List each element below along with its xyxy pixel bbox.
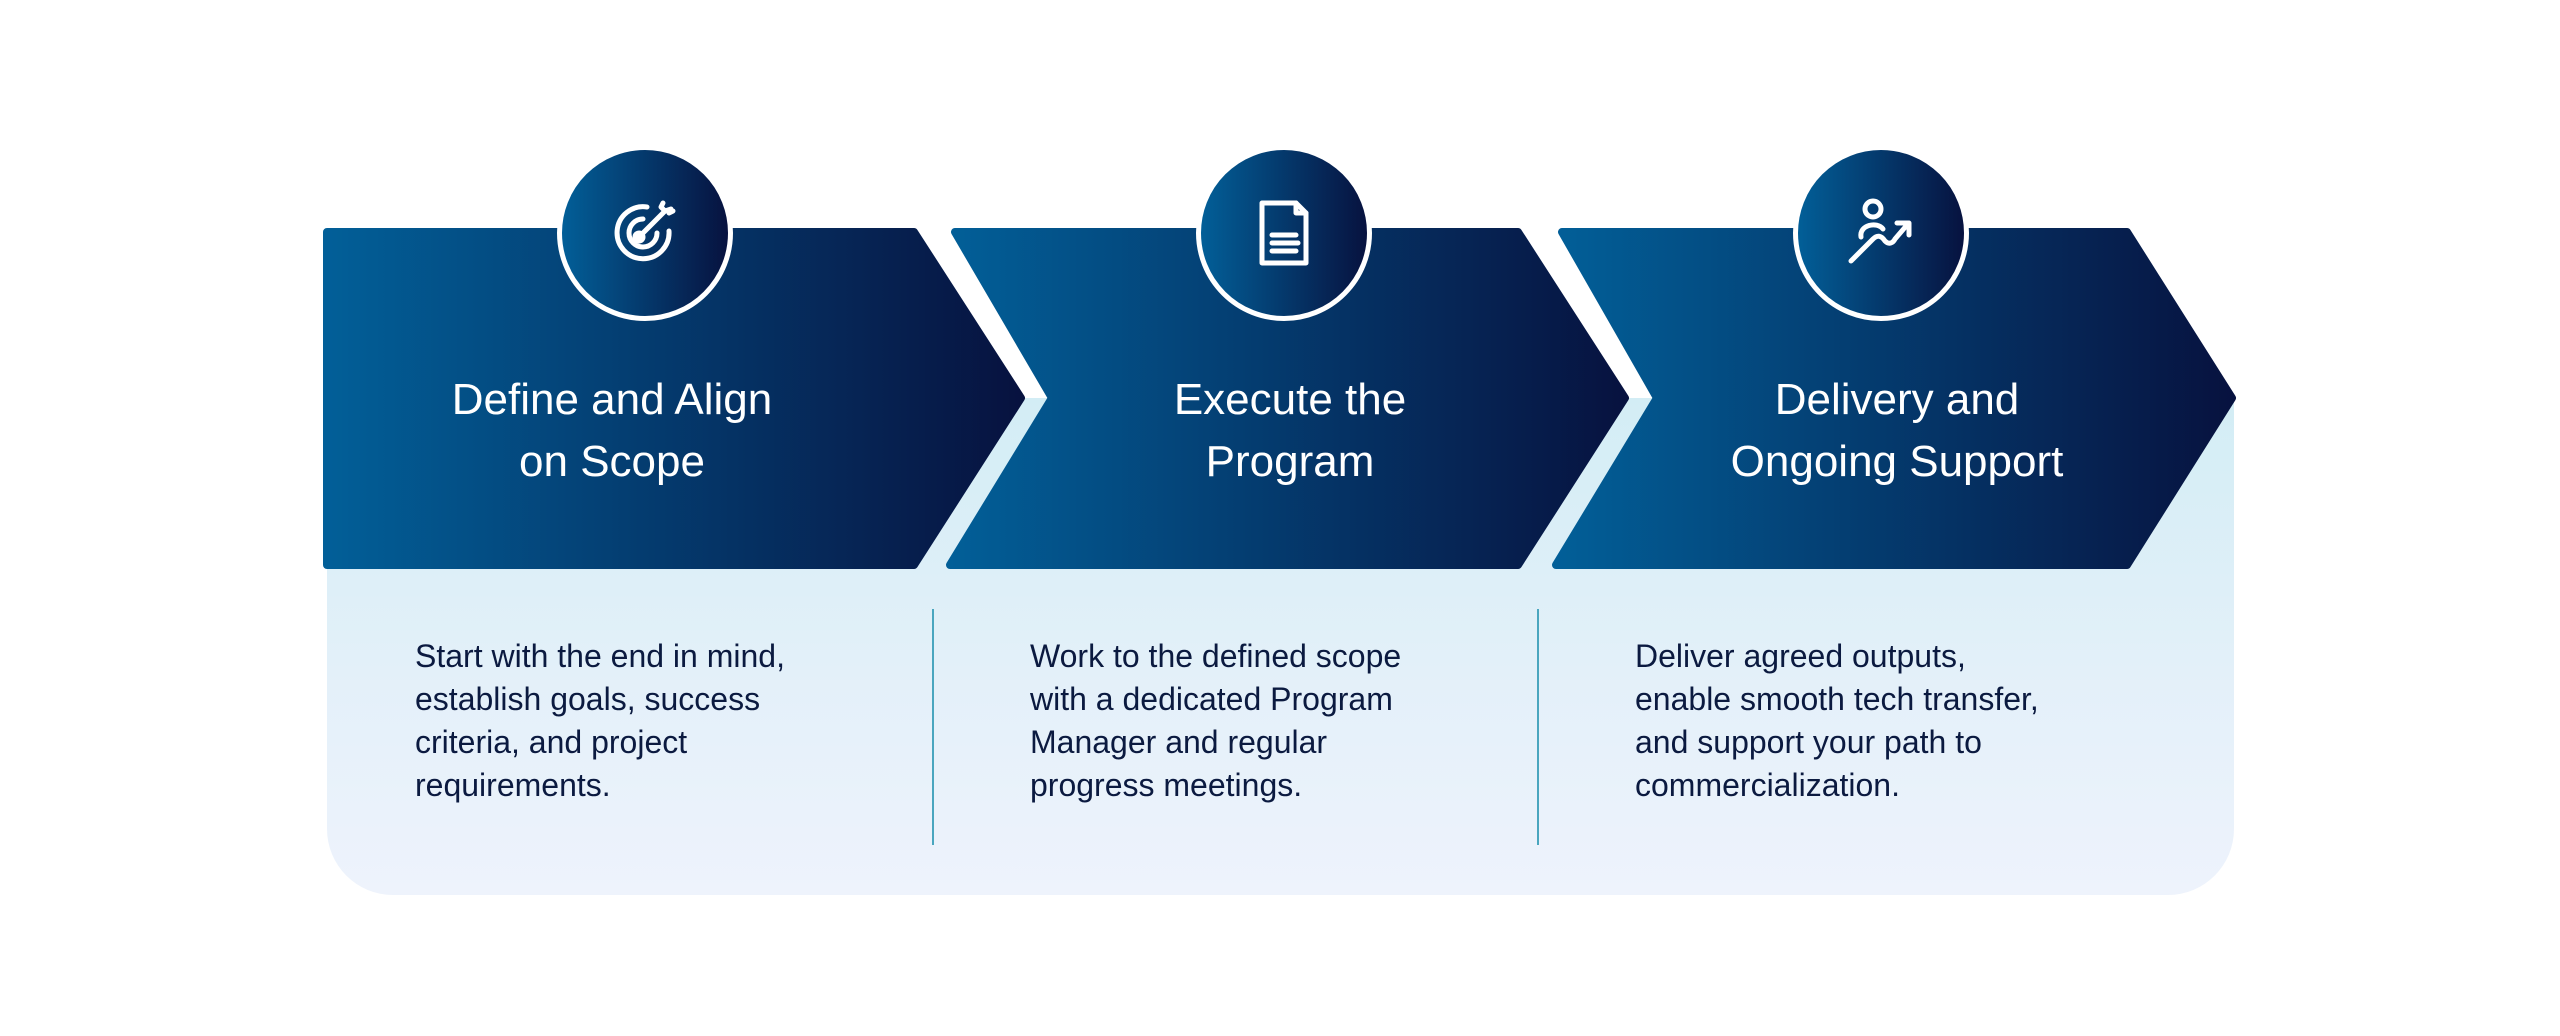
- body-line: requirements.: [415, 767, 611, 803]
- step-3-title: Delivery and Ongoing Support: [1597, 369, 2197, 493]
- chevron-step-3: [1552, 228, 2236, 569]
- body-line: criteria, and project: [415, 724, 688, 760]
- body-line: Manager and regular: [1030, 724, 1328, 760]
- body-line: with a dedicated Program: [1030, 681, 1393, 717]
- body-line: Start with the end in mind,: [415, 638, 785, 674]
- step-3-description: Deliver agreed outputs, enable smooth te…: [1635, 635, 2095, 807]
- title-line: Delivery and: [1774, 375, 2020, 424]
- title-line: Define and Align: [451, 375, 773, 424]
- step-3-icon-badge: [1793, 145, 1969, 321]
- body-line: Work to the defined scope: [1030, 638, 1402, 674]
- title-line: Execute the: [1173, 375, 1407, 424]
- body-line: establish goals, success: [415, 681, 761, 717]
- title-line: on Scope: [519, 437, 705, 486]
- document-icon: [1259, 200, 1309, 266]
- body-line: and support your path to: [1635, 724, 1982, 760]
- title-line: Program: [1205, 437, 1375, 486]
- step-2-title: Execute the Program: [990, 369, 1590, 493]
- title-line: Ongoing Support: [1730, 437, 2064, 486]
- chevron-step-2: [946, 228, 1629, 569]
- body-line: commercialization.: [1635, 767, 1900, 803]
- body-line: enable smooth tech transfer,: [1635, 681, 2039, 717]
- body-line: Deliver agreed outputs,: [1635, 638, 1966, 674]
- person-growth-icon: [1848, 198, 1912, 264]
- step-1-icon-badge: [557, 145, 733, 321]
- chevron-step-1: [323, 228, 1025, 569]
- step-2-icon-badge: [1196, 145, 1372, 321]
- body-line: progress meetings.: [1030, 767, 1303, 803]
- step-2-description: Work to the defined scope with a dedicat…: [1030, 635, 1490, 807]
- divider: [932, 609, 934, 845]
- step-1-description: Start with the end in mind, establish go…: [415, 635, 875, 807]
- divider: [1537, 609, 1539, 845]
- target-icon: [614, 200, 676, 262]
- step-1-title: Define and Align on Scope: [312, 369, 912, 493]
